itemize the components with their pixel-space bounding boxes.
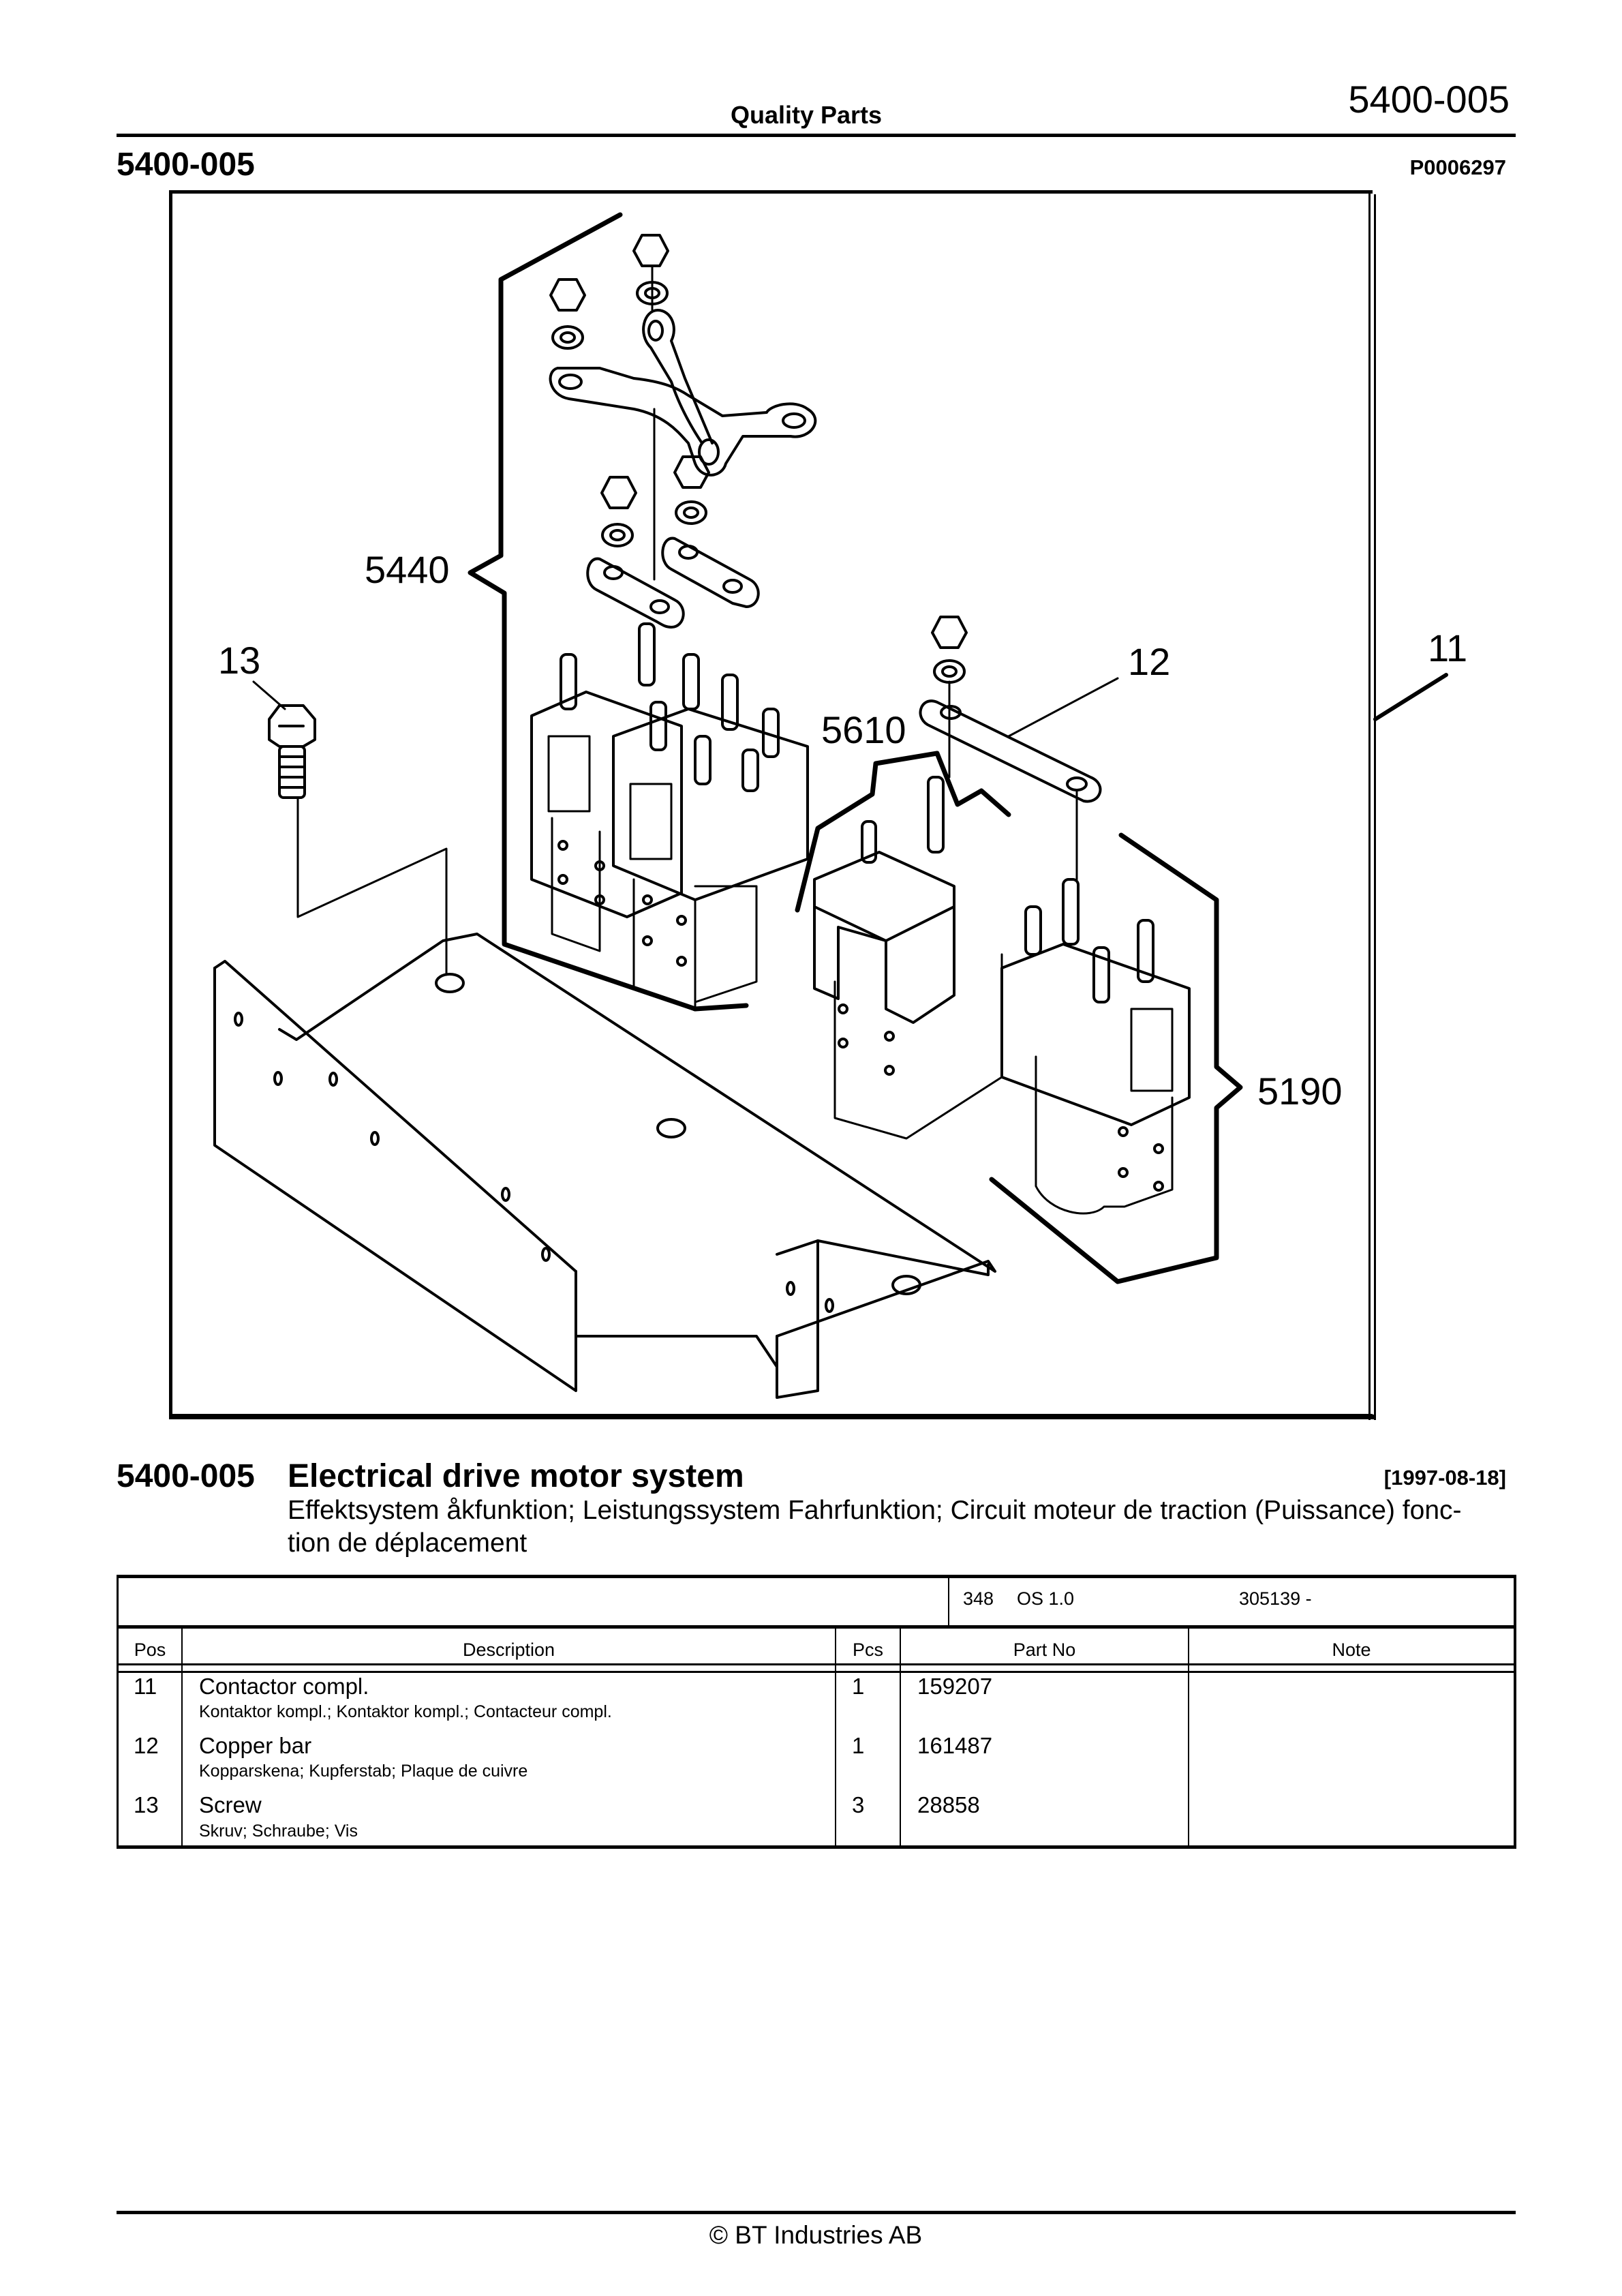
footer-rule <box>117 2211 1516 2214</box>
page-code: 5400-005 <box>1348 78 1510 121</box>
contactor-icon <box>1000 878 1191 1215</box>
subtitle-line: Effektsystem åkfunktion; Leistungssystem… <box>288 1496 1462 1525</box>
row-pcs: 3 <box>852 1792 865 1817</box>
table-border <box>117 1575 1516 1578</box>
column-divider <box>835 1627 836 1847</box>
footer-copyright: © BT Industries AB <box>709 2221 923 2249</box>
title-section-id: 5400-005 <box>117 1458 255 1494</box>
row-part-no: 159207 <box>917 1674 993 1699</box>
callout-5610: 5610 <box>821 708 906 751</box>
revision-date: [1997-08-18] <box>1383 1466 1506 1490</box>
callout-13: 13 <box>218 639 260 682</box>
table-divider <box>117 1663 1516 1665</box>
mounting-plate-icon <box>213 933 996 1399</box>
callout-11: 11 <box>1428 626 1467 669</box>
row-part-no: 28858 <box>917 1792 980 1817</box>
screw-icon <box>268 704 316 799</box>
row-description: Copper bar <box>199 1733 312 1758</box>
table-divider <box>117 1625 1516 1629</box>
column-header-pcs: Pcs <box>852 1640 883 1660</box>
busbar-icon <box>586 537 760 629</box>
info-model: 348 <box>963 1588 994 1609</box>
frame-edge <box>1374 194 1376 1420</box>
column-divider <box>900 1627 901 1847</box>
row-pos: 12 <box>134 1733 159 1758</box>
figure-id: P0006297 <box>1409 155 1506 179</box>
contactor-icon <box>813 776 1003 1140</box>
callout-5190: 5190 <box>1257 1070 1343 1113</box>
header-rule <box>117 134 1516 137</box>
column-header-note: Note <box>1332 1640 1371 1660</box>
table-divider <box>117 1671 1516 1673</box>
column-header-part-no: Part No <box>1013 1640 1076 1660</box>
column-header-pos: Pos <box>134 1640 166 1660</box>
row-part-no: 161487 <box>917 1733 993 1758</box>
frame-edge <box>1368 190 1371 1420</box>
row-pcs: 1 <box>852 1733 865 1758</box>
section-id: 5400-005 <box>117 147 255 183</box>
column-divider <box>1188 1627 1189 1847</box>
group-bracket-5610 <box>795 751 1011 913</box>
row-pos: 11 <box>134 1674 157 1699</box>
column-header-description: Description <box>462 1640 555 1660</box>
header-title: Quality Parts <box>730 101 883 129</box>
row-translations: Kontaktor kompl.; Kontaktor kompl.; Cont… <box>199 1702 612 1721</box>
row-pos: 13 <box>134 1792 159 1817</box>
exploded-parts-illustration: 5440 13 12 11 5610 5190 <box>213 212 1467 1399</box>
leader-lines <box>252 265 1448 976</box>
copper-bar-icon <box>919 699 1102 803</box>
cable-link-icon <box>549 309 817 477</box>
page-title: Electrical drive motor system <box>288 1458 744 1494</box>
table-divider <box>948 1576 949 1627</box>
washer-icon <box>551 281 966 684</box>
callout-5440: 5440 <box>365 548 450 591</box>
frame-edge <box>169 1415 1376 1419</box>
row-pcs: 1 <box>852 1674 865 1699</box>
info-serial: 305139 - <box>1239 1588 1312 1609</box>
row-translations: Skruv; Schraube; Vis <box>199 1822 358 1841</box>
table-border <box>117 1575 119 1849</box>
table-border <box>1514 1575 1516 1849</box>
row-translations: Kopparskena; Kupferstab; Plaque de cuivr… <box>199 1762 528 1781</box>
info-version: OS 1.0 <box>1017 1588 1075 1609</box>
contactor-icon <box>530 622 809 1010</box>
group-bracket-5190 <box>989 832 1243 1284</box>
row-description: Screw <box>199 1792 262 1817</box>
subtitle-line: tion de déplacement <box>288 1528 527 1558</box>
hex-nut-icon <box>549 234 968 649</box>
column-divider <box>181 1627 183 1847</box>
callout-12: 12 <box>1128 640 1170 683</box>
row-description: Contactor compl. <box>199 1674 369 1699</box>
title-translations: Effektsystem åkfunktion; Leistungssystem… <box>288 1494 1508 1560</box>
table-border <box>117 1845 1516 1849</box>
group-bracket-5440 <box>468 212 749 1012</box>
